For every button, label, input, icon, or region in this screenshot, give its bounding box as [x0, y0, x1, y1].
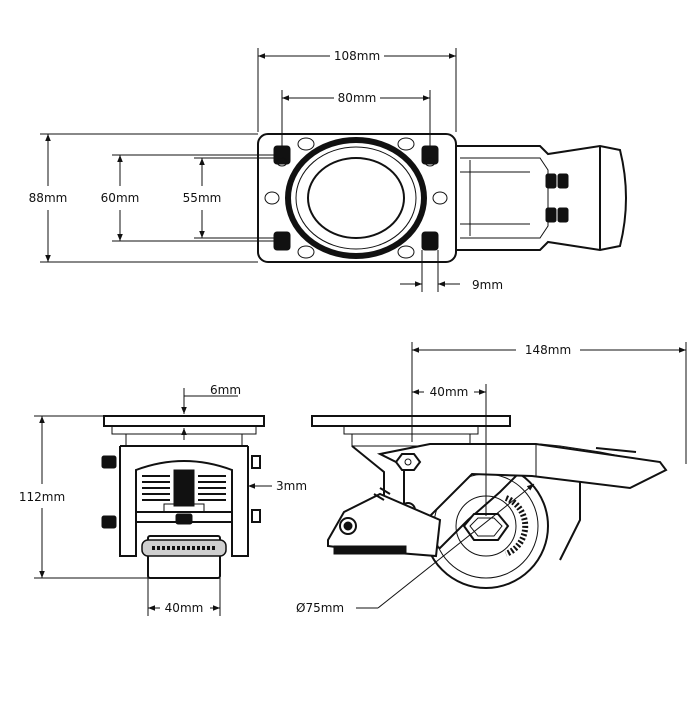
springs [142, 469, 226, 513]
slot-top-right [421, 145, 439, 165]
label-3mm: 3mm [276, 479, 307, 493]
label-60mm: 60mm [101, 191, 140, 205]
dim-hole-spacing: 80mm [281, 90, 431, 146]
front-wheel [147, 535, 221, 579]
front-top-plate [103, 415, 265, 427]
dim-55mm: 55mm [183, 157, 282, 239]
dim-6mm: 6mm [181, 383, 241, 440]
dim-wheel-width: 40mm [147, 578, 221, 616]
label-6mm: 6mm [210, 383, 241, 397]
top-mounting-plate [257, 133, 457, 263]
label-55mm: 55mm [183, 191, 222, 205]
bearing-ring [285, 137, 427, 259]
center-hub [307, 157, 405, 239]
front-fork [119, 446, 249, 557]
dim-top-width: 108mm [257, 48, 457, 132]
side-view: 148mm 40mm Ø75mm [296, 342, 687, 615]
dim-offset: 40mm [412, 384, 487, 516]
dim-diameter: Ø75mm [296, 483, 535, 615]
dim-3mm: 3mm [248, 479, 307, 493]
label-diameter: Ø75mm [296, 601, 344, 615]
small-holes [264, 137, 448, 259]
label-148mm: 148mm [525, 343, 571, 357]
label-80mm: 80mm [338, 91, 377, 105]
label-9mm: 9mm [472, 278, 503, 292]
label-88mm: 88mm [29, 191, 68, 205]
dim-60mm: 60mm [101, 154, 282, 242]
front-view: 6mm 112mm 3mm 40mm [19, 383, 307, 616]
dim-112mm: 112mm [19, 415, 148, 579]
label-40mm-wheel: 40mm [165, 601, 204, 615]
side-top-plate [311, 415, 511, 427]
side-brake-foot [327, 492, 442, 558]
dim-top-height: 88mm [29, 133, 258, 263]
top-view: 108mm 80mm 88mm 60mm [29, 48, 627, 292]
slot-bottom-right [421, 231, 439, 251]
label-40mm-offset: 40mm [430, 385, 469, 399]
label-108mm: 108mm [334, 49, 380, 63]
label-112mm: 112mm [19, 490, 65, 504]
dim-9mm: 9mm [400, 250, 503, 292]
top-brake-lever [456, 144, 627, 252]
